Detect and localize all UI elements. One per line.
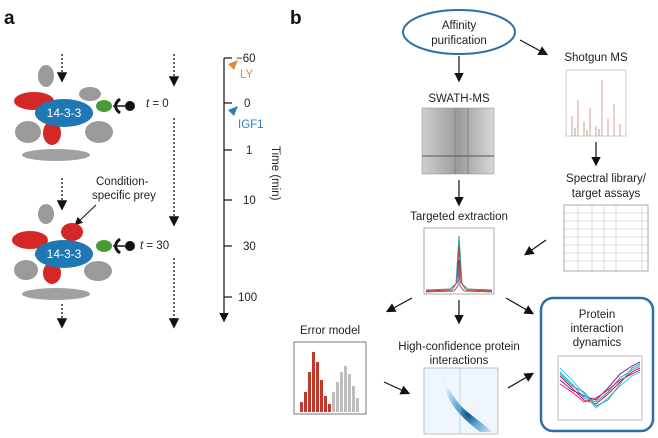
t30-label: t = 30 (140, 240, 169, 252)
axis-title: Time (min) (269, 146, 281, 201)
grey-prey (38, 204, 54, 224)
igf1-label: IGF1 (238, 119, 264, 131)
complex-t30: 14-3-3 (12, 204, 135, 300)
t0-label: t = 0 (146, 98, 169, 110)
prey-pointer (74, 204, 97, 226)
time-axis (219, 57, 232, 323)
green-prey (96, 100, 112, 112)
ligand-dot (125, 241, 135, 251)
prey-label-line1: Condition- (96, 176, 149, 188)
assay-table (563, 204, 649, 272)
interaction-density-plot (423, 367, 499, 435)
xic-plot (423, 227, 495, 295)
grey-prey (22, 288, 90, 300)
arrow (383, 381, 411, 395)
arrow (507, 372, 535, 389)
tick-label: 10 (243, 195, 256, 207)
affinity-line2: purification (431, 35, 487, 47)
tick-label: 0 (244, 98, 250, 110)
panel-b-label: b (290, 8, 302, 29)
tick-label: 30 (243, 241, 256, 253)
affinity-purification-node (402, 9, 516, 55)
panel-a-label: a (4, 8, 15, 29)
grey-prey (15, 121, 41, 143)
dyn-line1: Protein (579, 309, 615, 321)
arrow (519, 39, 549, 56)
swath-label: SWATH-MS (428, 93, 490, 105)
dyn-line2: interaction (570, 323, 623, 335)
swath-map (421, 107, 495, 175)
arrow (524, 239, 547, 256)
dyn-line3: dynamics (573, 337, 622, 349)
dynamics-profiles (557, 355, 643, 421)
targeted-label: Targeted extraction (410, 211, 508, 223)
complex-t0: 14-3-3 (14, 65, 135, 161)
spectral-line1: Spectral library/ (566, 173, 647, 185)
spectral-line2: target assays (572, 188, 641, 200)
grey-prey (14, 260, 38, 280)
shotgun-label: Shotgun MS (564, 52, 628, 64)
igf1-marker (228, 106, 238, 116)
tick-label: −60 (236, 53, 256, 65)
shotgun-spectrum (565, 69, 627, 137)
protein-label: 14-3-3 (47, 247, 82, 261)
hc-line1: High-confidence protein (398, 341, 519, 353)
grey-prey (38, 65, 54, 87)
protein-14-3-3 (35, 99, 93, 127)
tick-label: 1 (246, 145, 252, 157)
error-model-histogram (293, 341, 367, 415)
red-prey (43, 121, 61, 145)
affinity-line1: Affinity (442, 20, 477, 32)
flow-arrows-left (56, 54, 180, 329)
red-prey (61, 223, 83, 241)
grey-prey (79, 87, 101, 101)
prey-label-line2: specific prey (92, 190, 156, 202)
arrow (385, 297, 413, 313)
protein-14-3-3 (35, 240, 93, 268)
error-model-label: Error model (300, 325, 360, 337)
grey-prey (22, 149, 90, 161)
ligand-dot (125, 101, 135, 111)
grey-prey (85, 121, 113, 143)
tick-label: 100 (238, 292, 257, 304)
green-prey (96, 240, 112, 252)
grey-prey (84, 261, 112, 281)
red-prey (12, 231, 48, 249)
hc-line2: interactions (430, 355, 489, 367)
ly-marker (228, 60, 238, 70)
arrow (505, 297, 535, 315)
ly-label: LY (240, 69, 254, 81)
protein-label: 14-3-3 (47, 106, 82, 120)
